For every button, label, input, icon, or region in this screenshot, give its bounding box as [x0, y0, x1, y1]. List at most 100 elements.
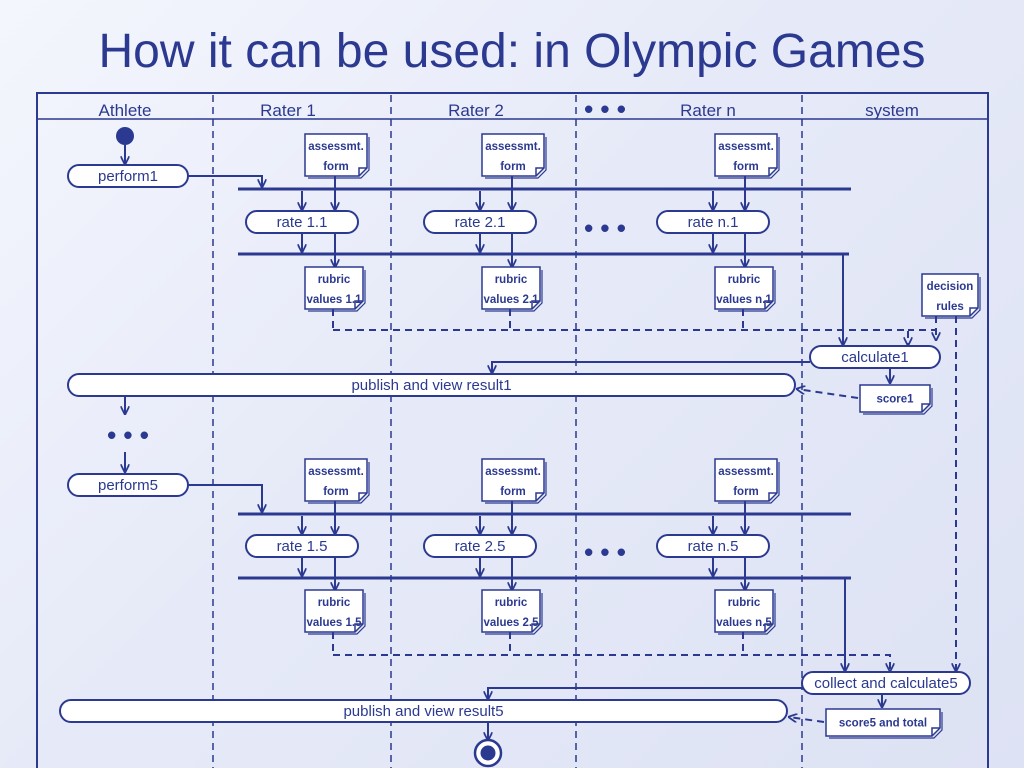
action-rate-r5-3: rate n.5: [656, 534, 770, 558]
action-rate-r5-1-label: rate 1.5: [277, 538, 328, 555]
action-perform1-label: perform1: [98, 168, 158, 185]
action-rate-r1-2-shape: [423, 210, 537, 234]
note-decision-rules-fold: [969, 307, 978, 316]
note-assessment-form-r1-1-shadow: [308, 137, 370, 179]
action-calculate-r1: calculate1: [809, 345, 941, 369]
action-rate-r1-1-label: rate 1.1: [277, 214, 328, 231]
ellipsis-raters-r1: • • •: [584, 213, 626, 243]
note-score-r1-shape: [859, 384, 931, 413]
lane-ellipsis: • • •: [584, 94, 626, 124]
note-rubric-r1-3-shadow: [718, 270, 776, 312]
action-perform1: perform1: [67, 164, 189, 188]
note-rubric-r1-1-fold: [354, 300, 363, 309]
action-calculate-r5-shape: [801, 671, 971, 695]
action-rate-r5-3-shape: [656, 534, 770, 558]
fork-bar-r1: [238, 187, 851, 191]
note-assessment-form-r1-1-label-1: assessmt.: [308, 141, 364, 153]
action-rate-r5-3-label: rate n.5: [688, 538, 739, 555]
action-rate-r1-2: rate 2.1: [423, 210, 537, 234]
action-rate-r5-1: rate 1.5: [245, 534, 359, 558]
note-rubric-r1-3-label-1: rubric: [728, 274, 761, 286]
note-assessment-form-r1-1-label-2: form: [323, 161, 349, 173]
note-assessment-form-r5-3-label-2: form: [733, 486, 759, 498]
edge-perform1-fork: [188, 175, 262, 187]
action-publish-r1-label: publish and view result1: [351, 377, 511, 394]
ellipsis-raters-r5: • • •: [584, 537, 626, 567]
note-score-r5-shadow: [829, 712, 943, 739]
action-rate-r1-3-shape: [656, 210, 770, 234]
note-assessment-form-r5-3-shadow: [718, 462, 780, 504]
slide-title: How it can be used: in Olympic Games: [98, 25, 926, 78]
note-score-r5: score5 and total: [825, 708, 943, 739]
edge-calc-publish-r1: [492, 361, 810, 373]
note-assessment-form-r1-2-label-2: form: [500, 161, 526, 173]
note-rubric-r1-2-label-1: rubric: [495, 274, 528, 286]
note-assessment-form-r1-1: assessmt. form: [304, 133, 370, 179]
note-rubric-r1-1-shadow: [308, 270, 366, 312]
note-assessment-form-r5-2-fold: [535, 492, 544, 501]
note-rubric-r1-1-label-2: values 1.1: [307, 294, 363, 306]
note-rubric-r1-1: rubric values 1.1: [304, 266, 366, 312]
fork-bar-r5: [238, 512, 851, 516]
note-rubric-r1-3-shape: [714, 266, 774, 310]
note-assessment-form-r5-2: assessmt.form: [481, 458, 547, 504]
note-assessment-form-r5-1-shadow: [308, 462, 370, 504]
note-rubric-r1-2-shape: [481, 266, 541, 310]
edge-calc-publish-r5: [488, 687, 802, 699]
note-assessment-form-r5-1-label-2: form: [323, 486, 349, 498]
edge-perform5-fork: [188, 484, 262, 512]
note-rubric-r5-1-fold: [354, 623, 363, 632]
action-publish-r1-shape: [67, 373, 796, 397]
action-rate-r5-2: rate 2.5: [423, 534, 537, 558]
lane-label-athlete: Athlete: [99, 101, 152, 120]
action-perform1-shape: [67, 164, 189, 188]
note-assessment-form-r1-1-shape: [304, 133, 368, 177]
note-rubric-r5-1-label-2: values 1.5: [307, 617, 363, 629]
note-assessment-form-r5-1-shape: [304, 458, 368, 502]
note-rubric-r5-2-shadow: [485, 593, 543, 635]
note-assessment-form-r1-2-shadow: [485, 137, 547, 179]
action-perform5-label: perform5: [98, 477, 158, 494]
action-publish-r1: publish and view result1: [67, 373, 796, 397]
action-perform5-shape: [67, 473, 189, 497]
diagram-frame: [36, 92, 989, 768]
note-rubric-r1-2-shadow: [485, 270, 543, 312]
note-score-r1: score1: [859, 384, 933, 415]
note-rubric-r5-3-label-2: values n.5: [716, 617, 772, 629]
note-rubric-r1-1-label-1: rubric: [318, 274, 351, 286]
note-assessment-form-r5-2-shadow: [485, 462, 547, 504]
action-rate-r1-3-label: rate n.1: [688, 214, 739, 231]
action-perform5: perform5: [67, 473, 189, 497]
note-rubric-r5-2-shape: [481, 589, 541, 633]
note-score-r1-shadow: [863, 388, 933, 415]
action-rate-r1-3: rate n.1: [656, 210, 770, 234]
lane-label-rater-2: Rater 2: [448, 101, 504, 120]
lane-label-rater-n: Rater n: [680, 101, 736, 120]
note-decision-rules-label-2: rules: [936, 301, 964, 313]
action-calculate-r1-label: calculate1: [841, 349, 909, 366]
note-assessment-form-r1-2-shape: [481, 133, 545, 177]
action-publish-r5: publish and view result5: [59, 699, 788, 723]
action-calculate-r5: collect and calculate5: [801, 671, 971, 695]
note-assessment-form-r5-1-fold: [358, 492, 367, 501]
note-assessment-form-r1-2-label-1: assessmt.: [485, 141, 541, 153]
note-assessment-form-r1-3-label-2: form: [733, 161, 759, 173]
note-score-r5-fold: [931, 727, 940, 736]
end-node-core: [480, 745, 496, 761]
note-assessment-form-r5-2-label-1: assessmt.: [485, 466, 541, 478]
action-rate-r1-1: rate 1.1: [245, 210, 359, 234]
note-decision-rules-shape: [921, 273, 979, 317]
note-rubric-r1-2-fold: [531, 300, 540, 309]
note-rubric-r1-3: rubric values n.1: [714, 266, 776, 312]
action-calculate-r5-label: collect and calculate5: [814, 675, 957, 692]
note-rubric-r1-3-label-2: values n.1: [716, 294, 772, 306]
note-assessment-form-r1-2: assessmt. form: [481, 133, 547, 179]
note-rubric-r5-1-shadow: [308, 593, 366, 635]
lane-label-rater-1: Rater 1: [260, 101, 316, 120]
note-decision-rules-shadow: [925, 277, 981, 319]
